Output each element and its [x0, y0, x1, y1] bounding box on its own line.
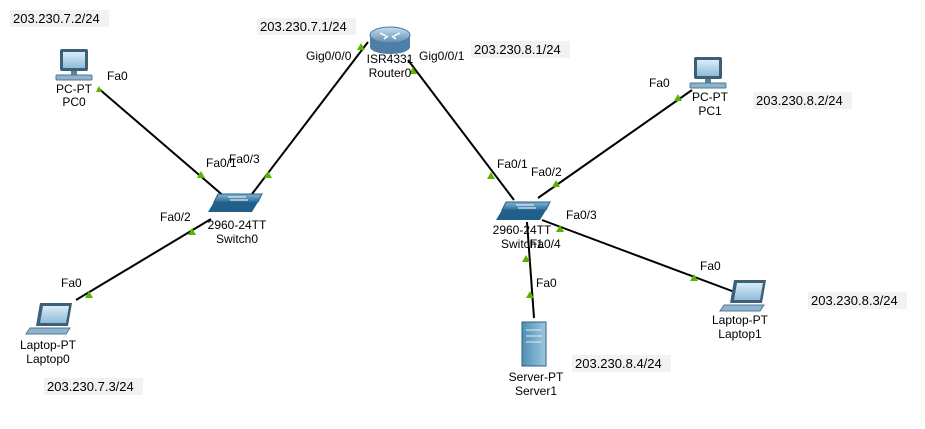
device-switch0[interactable]: 2960-24TT Switch0	[208, 193, 267, 246]
router0-model-label: ISR4331	[367, 52, 414, 66]
switch-icon	[208, 193, 263, 212]
port-label-pc0-fa0: Fa0	[107, 69, 128, 83]
cable-switch1-server1[interactable]	[526, 221, 535, 319]
laptop0-model-label: Laptop-PT	[20, 338, 77, 352]
switch0-name-label: Switch0	[216, 232, 258, 246]
link-up-indicator	[522, 255, 530, 262]
port-label-server1-fa0: Fa0	[536, 276, 557, 290]
ip-note-server1: 203.230.8.4/24	[575, 356, 662, 371]
port-labels: Fa0 Fa0/1 Fa0/3 Fa0/2 Fa0 Gig0/0/0 Gig0/…	[61, 49, 721, 290]
pc1-model-label: PC-PT	[692, 90, 729, 104]
link-up-indicator	[556, 225, 564, 232]
cable-switch1-pc1[interactable]	[537, 89, 693, 199]
pc-icon	[55, 49, 93, 81]
ip-note-laptop1: 203.230.8.3/24	[811, 293, 898, 308]
link-up-indicator	[96, 86, 102, 92]
device-switch1[interactable]: 2960-24TT Switch1	[493, 201, 552, 251]
cable-pc0-switch0[interactable]	[97, 87, 227, 199]
link-up-indicator	[526, 291, 534, 298]
switch-icon	[496, 201, 551, 220]
port-label-router0-gig000: Gig0/0/0	[306, 49, 352, 63]
link-up-indicator	[85, 291, 93, 298]
link-up-indicator	[487, 172, 495, 179]
cable-switch0-router0[interactable]	[251, 41, 369, 195]
ip-note-gateway-lan2: 203.230.8.1/24	[474, 42, 561, 57]
link-up-indicator	[188, 228, 196, 235]
ip-notes: 203.230.7.2/24 203.230.7.1/24 203.230.8.…	[10, 10, 907, 395]
server-icon	[521, 321, 547, 367]
device-router0[interactable]: ISR4331 Router0	[367, 26, 414, 80]
port-label-switch0-fa03: Fa0/3	[229, 152, 260, 166]
link-up-indicator	[674, 94, 682, 101]
device-laptop0[interactable]: Laptop-PT Laptop0	[20, 303, 77, 366]
port-label-switch1-fa04: Fa0/4	[530, 237, 561, 251]
port-label-switch1-to-router: Fa0/1	[497, 157, 528, 171]
link-status-indicators	[85, 43, 698, 298]
server1-model-label: Server-PT	[509, 370, 564, 384]
port-label-switch0-fa02: Fa0/2	[160, 210, 191, 224]
device-pc0[interactable]: PC-PT PC0	[55, 49, 93, 109]
link-up-indicator	[552, 180, 560, 187]
link-up-indicator	[357, 43, 365, 50]
switch1-model-label: 2960-24TT	[493, 223, 552, 237]
port-label-router0-gig001: Gig0/0/1	[419, 49, 465, 63]
cable-switch1-laptop1[interactable]	[541, 219, 741, 295]
ip-note-laptop0: 203.230.7.3/24	[47, 379, 134, 394]
port-label-switch1-fa03: Fa0/3	[566, 208, 597, 222]
port-label-pc1-fa0: Fa0	[649, 76, 670, 90]
device-laptop1[interactable]: Laptop-PT Laptop1	[712, 280, 769, 341]
cable-switch0-laptop0[interactable]	[75, 218, 212, 301]
ip-note-pc0: 203.230.7.2/24	[13, 11, 100, 26]
ip-note-pc1: 203.230.8.2/24	[756, 93, 843, 108]
port-label-switch0-to-pc0: Fa0/1	[206, 156, 237, 170]
laptop1-name-label: Laptop1	[718, 327, 762, 341]
port-label-switch1-fa02: Fa0/2	[531, 165, 562, 179]
port-label-laptop1-fa0: Fa0	[700, 259, 721, 273]
link-up-indicator	[197, 171, 205, 178]
link-up-indicator	[264, 171, 272, 178]
pc0-name-label: PC0	[62, 95, 86, 109]
pc1-name-label: PC1	[698, 104, 722, 118]
device-server1[interactable]: Server-PT Server1	[509, 321, 564, 398]
link-up-indicator	[690, 274, 698, 281]
laptop0-name-label: Laptop0	[26, 352, 70, 366]
ip-note-gateway-lan1: 203.230.7.1/24	[260, 19, 347, 34]
cable-router0-switch1[interactable]	[407, 59, 515, 201]
laptop1-model-label: Laptop-PT	[712, 313, 769, 327]
port-label-laptop0-fa0: Fa0	[61, 276, 82, 290]
laptop-icon	[25, 303, 72, 335]
router0-name-label: Router0	[369, 66, 412, 80]
pc0-model-label: PC-PT	[56, 82, 93, 96]
switch0-model-label: 2960-24TT	[208, 218, 267, 232]
link-up-indicator	[409, 67, 417, 74]
device-pc1[interactable]: PC-PT PC1	[689, 57, 729, 118]
pc-icon	[689, 57, 727, 89]
router-icon	[369, 26, 411, 54]
server1-name-label: Server1	[515, 384, 557, 398]
switch1-name-label: Switch1	[501, 237, 543, 251]
laptop-icon	[719, 280, 766, 312]
cables	[75, 41, 741, 319]
